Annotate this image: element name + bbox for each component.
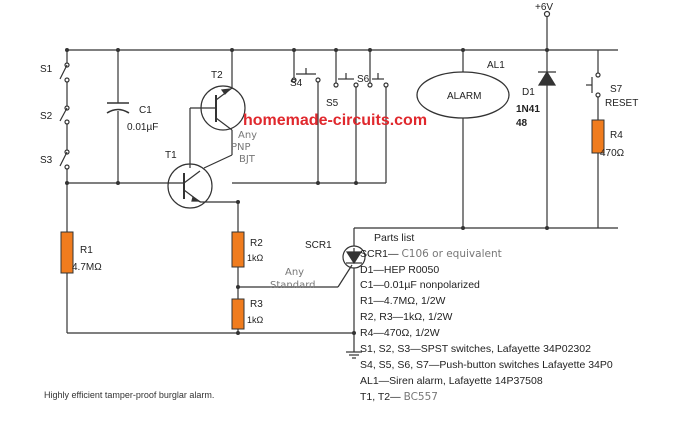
r2-name-label: R2 [250,238,263,249]
alarm-al1 [416,71,510,119]
scr1-label: SCR1 [305,240,332,251]
wires [66,14,618,352]
parts-r1: R1—4.7MΩ, 1/2W [360,295,446,307]
switch-s1 [59,62,70,83]
parts-t12: T1, T2— BC557 [360,391,438,403]
pushbutton-s4 [291,68,321,83]
switch-s3 [59,149,70,170]
r1-name-label: R1 [80,245,93,256]
alarm-label: ALARM [447,91,481,102]
r1-value-label: 4.7MΩ [72,262,102,273]
s3-label: S3 [40,155,53,166]
scr-scr1 [337,245,366,288]
junction-dots [65,48,549,335]
s2-label: S2 [40,111,53,122]
t2-note-any: Any [238,130,257,141]
r4-value-label: 470Ω [600,148,625,159]
c1-value-label: 0.01µF [127,122,158,133]
t2-note-bjt: BJT [239,154,256,165]
t1-label: T1 [165,150,177,161]
ground-symbol [346,351,362,359]
resistor-r2 [231,231,245,268]
pushbutton-s5 [333,73,359,88]
d1-name-label: D1 [522,87,535,98]
al1-label: AL1 [487,60,505,71]
diode-d1 [537,60,557,115]
pushbutton-s7 [586,72,601,98]
r4-name-label: R4 [610,130,623,141]
r3-value-label: 1kΩ [247,315,264,325]
parts-title: Parts list [374,232,414,244]
scr-note-standard: Standard [270,280,316,291]
parts-c1: C1—0.01µF nonpolarized [360,279,480,291]
c1-name-label: C1 [139,105,152,116]
parts-al1: AL1—Siren alarm, Lafayette 14P37508 [360,375,543,387]
t2-label: T2 [211,70,223,81]
parts-r23: R2, R3—1kΩ, 1/2W [360,311,453,323]
d1-value-line1: 1N41 [516,104,540,115]
reset-label: RESET [605,98,638,109]
resistor-r4 [591,119,605,154]
s5-label: S5 [326,98,339,109]
t2-note-pnp: PNP [231,142,251,153]
transistor-t1 [167,163,213,209]
parts-d1: D1—HEP R0050 [360,264,439,276]
scr-note-any: Any [285,267,304,278]
parts-scr1: SCR1— C106 or equivalent [360,248,502,260]
parts-s123: S1, S2, S3—SPST switches, Lafayette 34P0… [360,343,591,355]
parts-r4: R4—470Ω, 1/2W [360,327,440,339]
supply-label: +6V [535,2,553,13]
s4-label: S4 [290,78,303,89]
figure-caption: Highly efficient tamper-proof burglar al… [44,390,214,400]
s6-label: S6 [357,74,370,85]
resistor-r1 [60,231,74,274]
watermark-text: homemade-circuits.com [243,112,427,129]
switch-s2 [59,105,70,125]
resistor-r3 [231,298,245,330]
parts-list: Parts list SCR1— C106 or equivalent D1—H… [360,232,613,403]
transistor-t2 [200,85,246,131]
s1-label: S1 [40,64,53,75]
r2-value-label: 1kΩ [247,253,264,263]
parts-s4567: S4, S5, S6, S7—Push-button switches Lafa… [360,359,613,371]
capacitor-c1 [106,102,130,114]
supply-terminal [543,10,551,18]
d1-value-line2: 48 [516,118,528,129]
pushbutton-s6 [367,73,389,88]
r3-name-label: R3 [250,299,263,310]
s7-label: S7 [610,84,623,95]
